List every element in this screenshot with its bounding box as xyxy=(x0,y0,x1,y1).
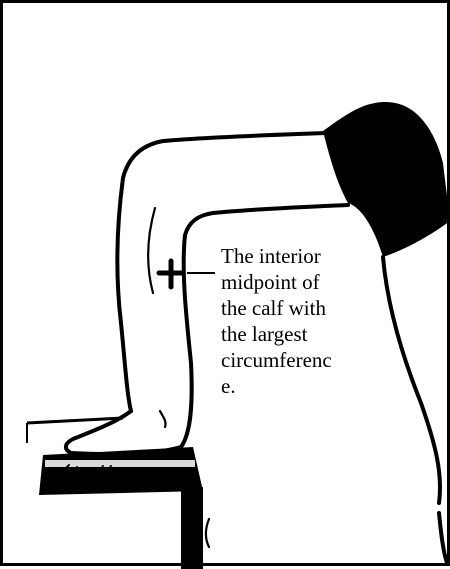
measurement-cross-icon xyxy=(159,261,183,287)
annotation-line: The interior xyxy=(221,243,371,269)
annotation-text: The interior midpoint of the calf with t… xyxy=(221,243,371,399)
shorts xyxy=(323,102,450,257)
bench-leg xyxy=(181,487,203,569)
annotation-line: midpoint of xyxy=(221,269,371,295)
annotation-line: the largest xyxy=(221,321,371,347)
annotation-line: circumferenc xyxy=(221,347,371,373)
annotation-line: the calf with xyxy=(221,295,371,321)
annotation-line: e. xyxy=(221,373,371,399)
